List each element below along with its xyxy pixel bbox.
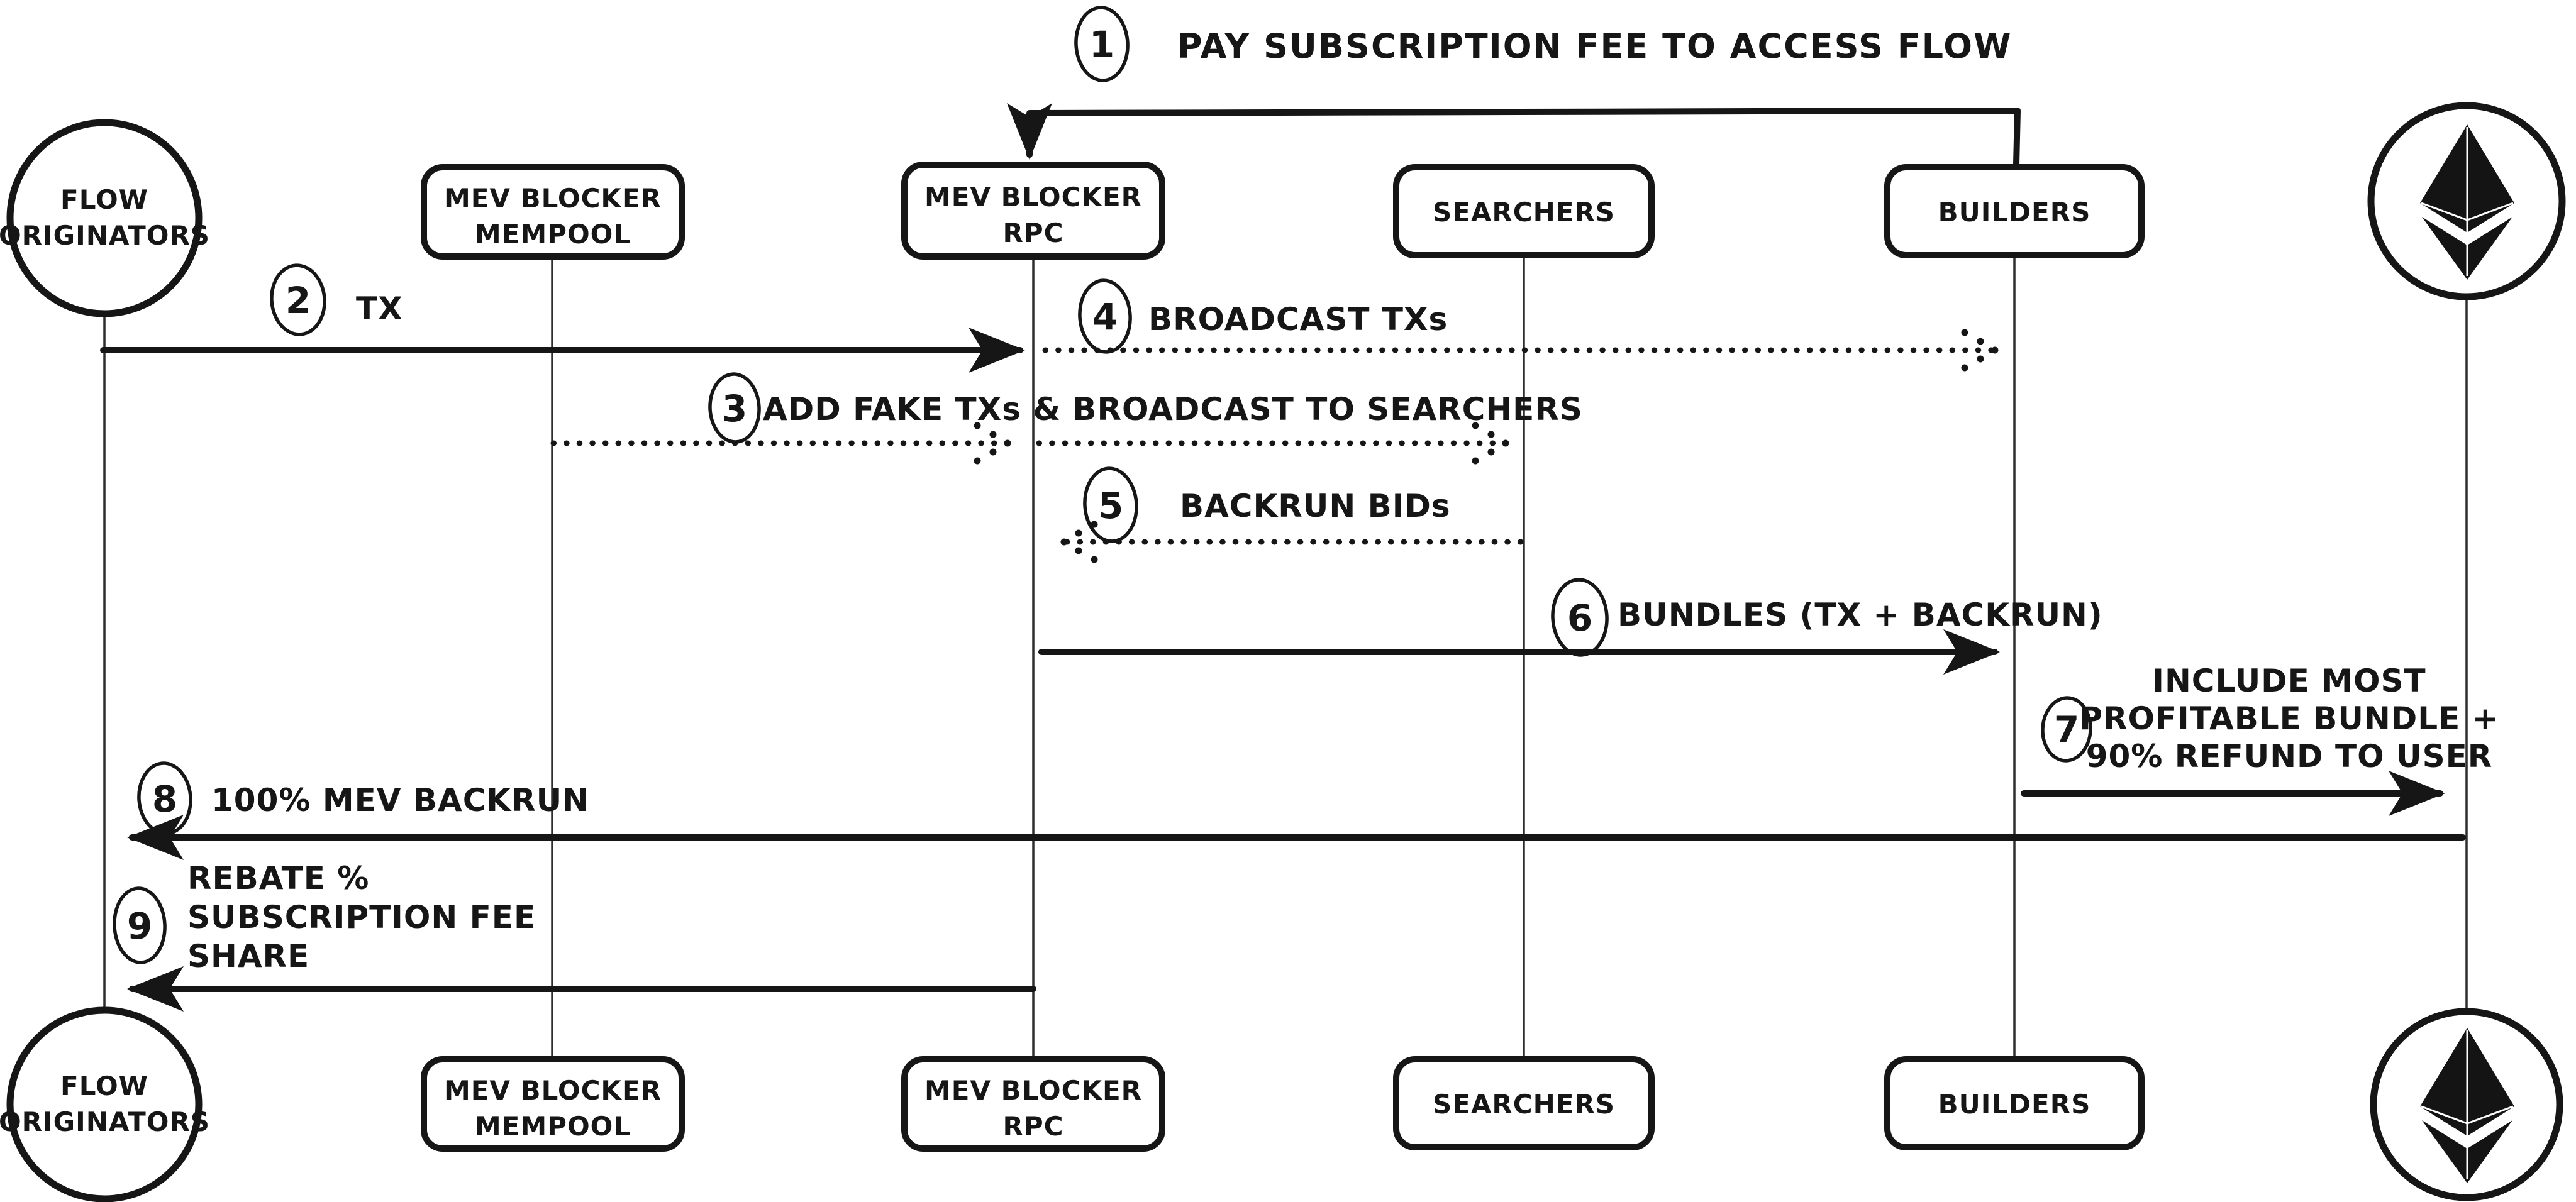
actor-mev-blocker-rpc-top: MEV BLOCKER RPC <box>901 162 1165 260</box>
step-number-6: 6 <box>1567 597 1592 639</box>
message-label-2: TX <box>356 290 403 327</box>
actor-builders-bottom: BUILDERS <box>1884 1056 2145 1150</box>
builders-label: BUILDERS <box>1938 1089 2091 1120</box>
step-badge-1 <box>1074 6 1130 82</box>
message-3: 3 ADD FAKE TXs & BROADCAST TO SEARCHERS <box>550 372 1583 465</box>
message-label-9-line1: REBATE % <box>187 860 369 896</box>
message-label-7-line2: PROFITABLE BUNDLE + <box>2079 700 2499 737</box>
actor-searchers-top: SEARCHERS <box>1393 164 1655 258</box>
message-9: 9 REBATE % SUBSCRIPTION FEE SHARE <box>113 860 1036 1012</box>
message-label-7-line3: 90% REFUND TO USER <box>2086 738 2493 775</box>
actor-flow-originators-top: FLOW ORIGINATORS <box>0 119 210 317</box>
actor-searchers-bottom: SEARCHERS <box>1393 1056 1655 1150</box>
step-badge-4 <box>1078 278 1132 354</box>
step-number-5: 5 <box>1098 484 1123 527</box>
mempool-label-line2: MEMPOOL <box>475 219 631 250</box>
message-7: 7 INCLUDE MOST PROFITABLE BUNDLE + 90% R… <box>2021 663 2499 816</box>
flow-originators-label-line1: FLOW <box>60 184 148 215</box>
message-label-3: ADD FAKE TXs & BROADCAST TO SEARCHERS <box>763 391 1583 427</box>
message-1: 1 PAY SUBSCRIPTION FEE TO ACCESS FLOW <box>1074 6 2012 82</box>
actors-top: FLOW ORIGINATORS MEV BLOCKER MEMPOOL MEV… <box>0 102 2566 317</box>
step-badge-2 <box>270 263 326 336</box>
step-number-4: 4 <box>1092 295 1118 338</box>
step-number-9: 9 <box>127 905 152 947</box>
flow-originators-shape <box>6 1006 203 1202</box>
step-number-3: 3 <box>722 387 747 430</box>
step-number-8: 8 <box>152 778 177 820</box>
step-badge-9 <box>113 886 167 964</box>
rpc-shape <box>901 1056 1165 1152</box>
actors-bottom: FLOW ORIGINATORS MEV BLOCKER MEMPOOL MEV… <box>0 1006 2563 1202</box>
flow-originators-label-line1: FLOW <box>60 1071 148 1101</box>
message-4: 4 BROADCAST TXs <box>1042 278 1999 372</box>
flow-originators-label-line2: ORIGINATORS <box>0 220 210 251</box>
message-2: 2 TX <box>100 263 1025 373</box>
message-5: 5 BACKRUN BIDs <box>1060 466 1524 563</box>
rpc-label-line2: RPC <box>1003 218 1064 248</box>
searchers-shape <box>1393 164 1655 258</box>
message-label-6: BUNDLES (TX + BACKRUN) <box>1618 597 2103 633</box>
actor-mev-blocker-rpc-bottom: MEV BLOCKER RPC <box>901 1056 1165 1152</box>
actor-ethereum-bottom <box>2370 1008 2563 1201</box>
messages: 2 TX 4 BROADCAST TXs 3 ADD FAKE TXs & BR… <box>100 263 2499 1012</box>
actor-builders-top: BUILDERS <box>1884 164 2145 258</box>
mempool-shape <box>421 164 685 260</box>
message-label-9-line2: SUBSCRIPTION FEE <box>187 899 536 935</box>
message-arrow-1 <box>1007 103 2021 168</box>
step-number-7: 7 <box>2054 709 2079 751</box>
builders-label: BUILDERS <box>1938 197 2091 228</box>
rpc-label-line2: RPC <box>1003 1111 1064 1142</box>
lifelines <box>103 256 2468 1058</box>
searchers-label: SEARCHERS <box>1433 1089 1615 1120</box>
message-label-8: 100% MEV BACKRUN <box>211 782 589 819</box>
rpc-label-line1: MEV BLOCKER <box>924 182 1142 212</box>
message-label-9-line3: SHARE <box>187 938 309 974</box>
actor-ethereum-top <box>2367 102 2566 300</box>
message-label-7-line1: INCLUDE MOST <box>2152 663 2426 699</box>
actor-mev-blocker-mempool-top: MEV BLOCKER MEMPOOL <box>421 164 685 260</box>
actor-flow-originators-bottom: FLOW ORIGINATORS <box>0 1006 210 1202</box>
rpc-label-line1: MEV BLOCKER <box>924 1075 1142 1106</box>
flow-originators-label-line2: ORIGINATORS <box>0 1106 210 1137</box>
mempool-label-line2: MEMPOOL <box>475 1111 631 1142</box>
message-8: 8 100% MEV BACKRUN <box>127 761 2466 860</box>
builders-shape <box>1884 1056 2145 1150</box>
builders-shape <box>1884 164 2145 258</box>
mempool-shape <box>421 1056 685 1152</box>
actor-mev-blocker-mempool-bottom: MEV BLOCKER MEMPOOL <box>421 1056 685 1152</box>
mempool-label-line1: MEV BLOCKER <box>444 183 662 214</box>
flow-originators-shape <box>6 119 203 317</box>
step-number-1: 1 <box>1089 23 1114 66</box>
step-number-2: 2 <box>286 279 311 322</box>
message-6: 6 BUNDLES (TX + BACKRUN) <box>1038 578 2103 675</box>
step-badge-7 <box>2041 696 2092 763</box>
message-label-4: BROADCAST TXs <box>1148 301 1448 338</box>
rpc-shape <box>901 162 1165 260</box>
searchers-label: SEARCHERS <box>1433 197 1615 228</box>
mempool-label-line1: MEV BLOCKER <box>444 1075 662 1106</box>
message-label-5: BACKRUN BIDs <box>1180 488 1451 524</box>
message-label-1: PAY SUBSCRIPTION FEE TO ACCESS FLOW <box>1177 26 2012 66</box>
searchers-shape <box>1393 1056 1655 1150</box>
